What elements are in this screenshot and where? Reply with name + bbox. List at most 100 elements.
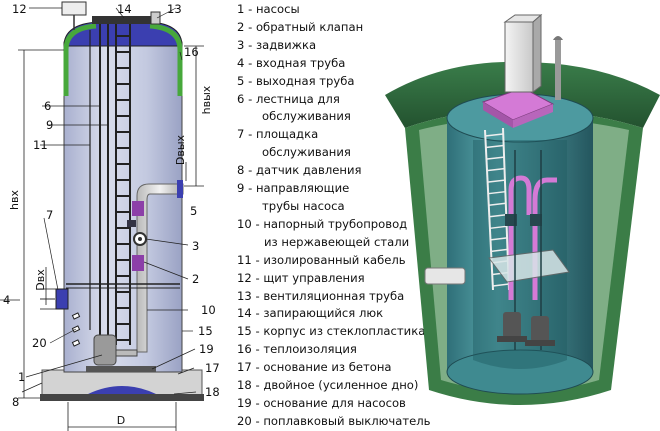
callout-1: 1 [18, 370, 25, 384]
callout-5: 5 [190, 204, 197, 218]
inlet-pipe [55, 288, 69, 310]
callout-6: 6 [44, 99, 51, 113]
callout-13: 13 [167, 2, 182, 16]
callout-leaders [21, 7, 197, 395]
dimension-h-in: hвх [8, 190, 21, 210]
callout-16: 16 [184, 45, 199, 59]
legend-separator: - [244, 55, 256, 70]
ladder-3d-rung [485, 144, 504, 149]
lockable-hatch [92, 16, 154, 24]
legend-number: 14 [237, 306, 252, 321]
legend-separator: - [251, 378, 264, 393]
legend-text: выходная труба [255, 73, 355, 88]
legend-separator: - [244, 91, 256, 106]
thermal-insulation-right [149, 23, 183, 96]
callout-4: 4 [3, 293, 10, 307]
callout-9: 9 [46, 118, 53, 132]
vent-pipe [150, 11, 161, 25]
legend-number: 9 [237, 181, 245, 196]
legend-separator: - [251, 252, 264, 267]
legend-text: основание из бетона [263, 360, 392, 375]
vent-pipe-3d [555, 40, 561, 100]
ladder-3d-rung [486, 156, 505, 160]
legend-text: задвижка [255, 37, 317, 52]
legend-number: 15 [237, 324, 252, 339]
legend-item-3: 3 - задвижка [237, 37, 437, 55]
outlet-flange [177, 180, 183, 198]
legend-separator: - [251, 413, 264, 428]
double-bottom [40, 394, 204, 401]
legend-number: 5 [237, 73, 245, 88]
bottom-dome [88, 386, 156, 394]
dimension-diameter: D [117, 414, 125, 427]
legend-item-17: 17 - основание из бетона [237, 359, 437, 377]
legend-number: 13 [237, 288, 252, 303]
inlet-pipe-3d [424, 267, 466, 285]
legend-text: щит управления [263, 270, 365, 285]
legend-number: 8 [237, 163, 245, 178]
pressure-pipe-3d [508, 175, 532, 300]
legend-text-continued: обслуживания [262, 145, 351, 160]
dimension-d-in: Dвх [34, 269, 47, 291]
legend-text: двойное (усиленное дно) [263, 378, 419, 393]
ladder-3d-rung [491, 248, 508, 253]
legend-text: датчик давления [255, 163, 362, 178]
legend-number: 17 [237, 360, 252, 375]
callout-11: 11 [33, 138, 48, 152]
legend-text: теплоизоляция [263, 342, 357, 357]
legend-text-continued: обслуживания [262, 109, 351, 124]
legend-separator: - [251, 270, 264, 285]
legend-number: 20 [237, 413, 252, 428]
legend-number: 10 [237, 216, 252, 231]
legend-separator: - [251, 306, 264, 321]
callout-19: 19 [199, 342, 214, 356]
legend-text: корпус из стеклопластика [263, 324, 426, 339]
legend-text: направляющие [255, 181, 350, 196]
dimension-d-out: Dвых [174, 134, 187, 165]
pump [93, 334, 117, 366]
legend-text: запирающийся люк [263, 306, 384, 321]
fiberglass-body [63, 41, 183, 373]
check-valve-top [132, 201, 144, 216]
legend-number: 4 [237, 55, 245, 70]
legend-text: площадка [255, 127, 319, 142]
callout-15: 15 [198, 324, 213, 338]
legend-text: входная труба [255, 55, 346, 70]
ladder-3d-rung [488, 202, 506, 206]
dimension-h-out: hвых [200, 85, 213, 114]
dark-fitting [127, 220, 136, 227]
control-cabinet [504, 21, 534, 93]
legend-number: 2 [237, 19, 245, 34]
callout-10: 10 [201, 303, 216, 317]
legend-separator: - [244, 127, 256, 142]
legend-item-13: 13 - вентиляционная труба [237, 288, 437, 306]
legend-number: 3 [237, 37, 245, 52]
pumps-3d [497, 312, 555, 346]
callout-7: 7 [46, 208, 53, 222]
tank-body [447, 118, 593, 385]
legend-separator: - [251, 288, 264, 303]
ladder-3d-rung [486, 167, 505, 172]
legend-text: лестница для [255, 91, 340, 106]
legend-separator: - [251, 342, 264, 357]
legend-text: изолированный кабель [263, 252, 406, 267]
ladder-3d-rung [489, 225, 507, 230]
legend-item-6: 6 - лестница для обслуживания [237, 91, 437, 127]
legend-number: 1 [237, 2, 245, 16]
callout-14: 14 [117, 2, 132, 16]
ladder-3d-rung [489, 214, 507, 218]
legend-number: 18 [237, 378, 252, 393]
legend-number: 16 [237, 342, 252, 357]
callout-12: 12 [12, 2, 27, 16]
thermal-insulation [63, 23, 97, 96]
legend-number: 6 [237, 91, 245, 106]
legend-item-20: 20 - поплавковый выключатель [237, 413, 437, 431]
legend-item-11: 11 - изолированный кабель [237, 252, 437, 270]
legend-item-18: 18 - двойное (усиленное дно) [237, 377, 437, 395]
tank-bottom [446, 349, 594, 395]
legend-separator: - [244, 19, 256, 34]
legend-item-5: 5 - выходная труба [237, 73, 437, 91]
legend-separator: - [251, 395, 264, 410]
callout-2: 2 [192, 272, 199, 286]
